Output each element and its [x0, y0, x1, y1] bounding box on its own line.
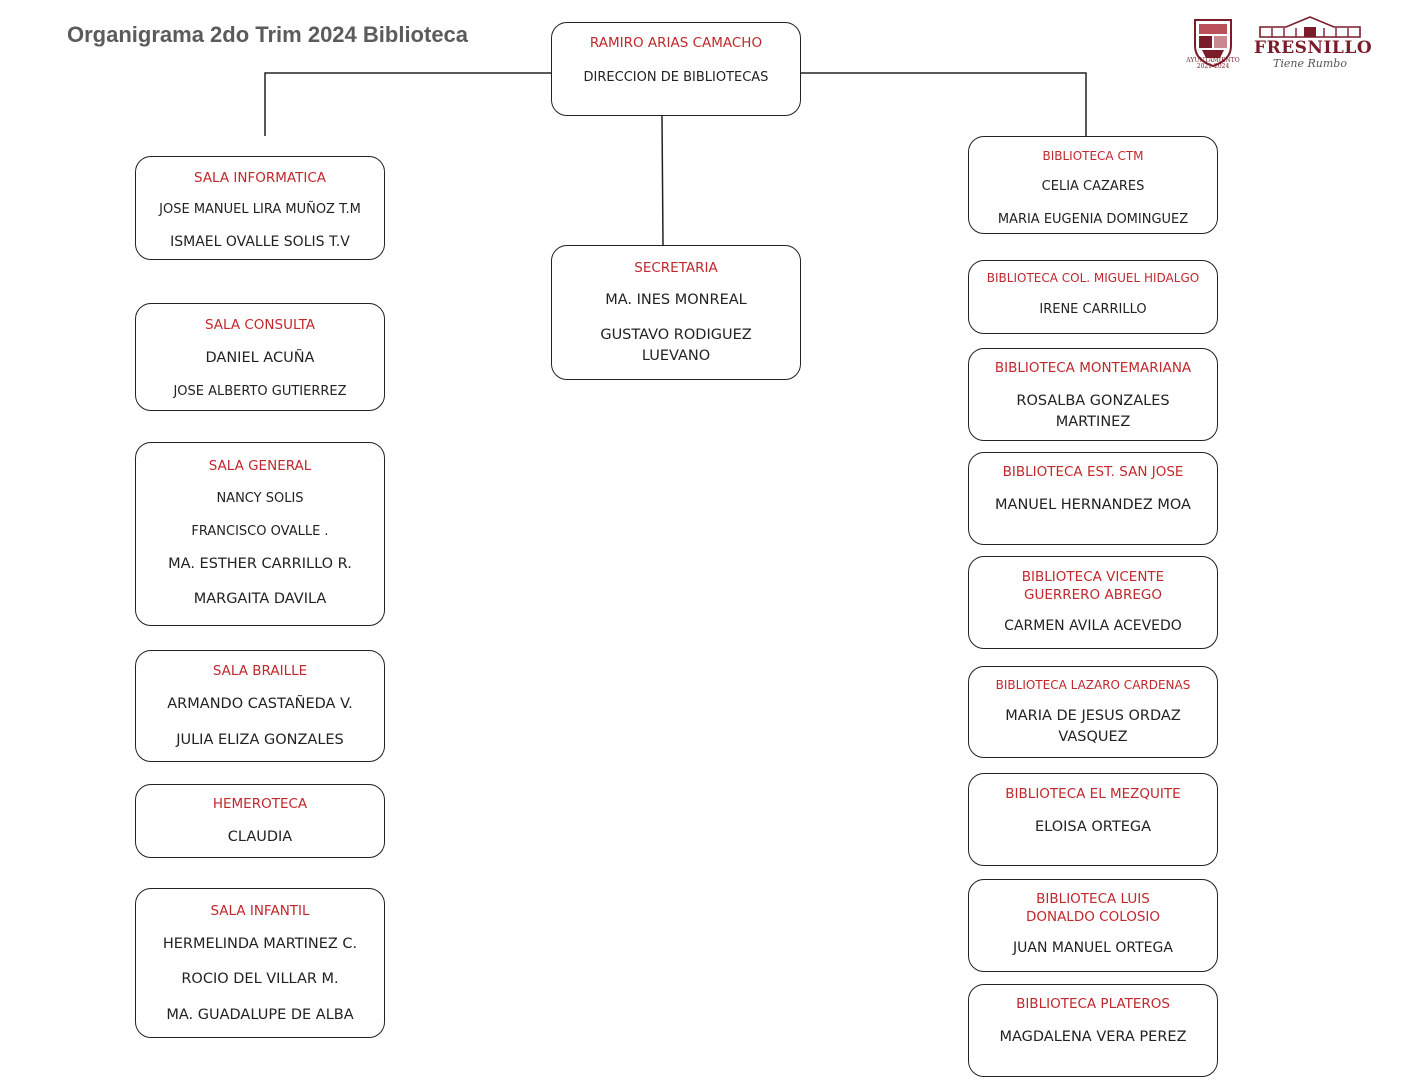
building-icon	[1259, 16, 1361, 38]
node-head: SALA GENERAL	[208, 458, 312, 474]
node-biblioteca-miguel-hidalgo: BIBLIOTECA COL. MIGUEL HIDALGO IRENE CAR…	[968, 260, 1218, 334]
connector-center	[661, 115, 664, 246]
node-secretaria: SECRETARIA MA. INES MONREAL GUSTAVO RODI…	[551, 245, 801, 380]
node-head: BIBLIOTECA VICENTE GUERRERO ABREGO	[1021, 569, 1165, 603]
node-person: GUSTAVO RODIGUEZ LUEVANO	[600, 327, 752, 364]
node-person: DANIEL ACUÑA	[205, 350, 315, 366]
node-head: BIBLIOTECA LAZARO CARDENAS	[995, 678, 1191, 692]
node-person: MARIA EUGENIA DOMINGUEZ	[997, 212, 1189, 227]
node-head: SALA INFANTIL	[210, 903, 310, 919]
logo-city: FRESNILLO	[1254, 38, 1373, 58]
node-head: SALA CONSULTA	[204, 317, 316, 333]
node-biblioteca-lazaro-cardenas: BIBLIOTECA LAZARO CARDENAS MARIA DE JESU…	[968, 666, 1218, 758]
node-person: MARIA DE JESUS ORDAZ VASQUEZ	[1005, 708, 1181, 745]
node-sala-infantil: SALA INFANTIL HERMELINDA MARTINEZ C. ROC…	[135, 888, 385, 1038]
node-person: ARMANDO CASTAÑEDA V.	[167, 696, 353, 712]
node-head: BIBLIOTECA EL MEZQUITE	[1005, 786, 1181, 802]
node-person: MARGAITA DAVILA	[193, 591, 327, 607]
node-person: MANUEL HERNANDEZ MOA	[995, 497, 1191, 513]
node-sala-braille: SALA BRAILLE ARMANDO CASTAÑEDA V. JULIA …	[135, 650, 385, 762]
node-person: JULIA ELIZA GONZALES	[176, 732, 344, 748]
node-sala-informatica: SALA INFORMATICA JOSE MANUEL LIRA MUÑOZ …	[135, 156, 385, 260]
node-person: ISMAEL OVALLE SOLIS T.V	[170, 234, 350, 250]
node-person: MA. INES MONREAL	[605, 292, 747, 308]
node-head: BIBLIOTECA MONTEMARIANA	[994, 360, 1192, 376]
page-title: Organigrama 2do Trim 2024 Biblioteca	[67, 22, 469, 47]
node-sala-general: SALA GENERAL NANCY SOLIS FRANCISCO OVALL…	[135, 442, 385, 626]
node-biblioteca-el-mezquite: BIBLIOTECA EL MEZQUITE ELOISA ORTEGA	[968, 773, 1218, 866]
node-person: CELIA CAZARES	[1041, 179, 1145, 194]
crest-icon	[1194, 19, 1232, 68]
node-head: BIBLIOTECA PLATEROS	[1016, 996, 1170, 1012]
node-person: MA. GUADALUPE DE ALBA	[166, 1007, 354, 1023]
connector-left	[264, 72, 551, 136]
node-person: ROCIO DEL VILLAR M.	[181, 971, 339, 987]
node-person: MA. ESTHER CARRILLO R.	[168, 556, 352, 572]
node-head: SECRETARIA	[634, 260, 718, 276]
node-biblioteca-luis-donaldo-colosio: BIBLIOTECA LUIS DONALDO COLOSIO JUAN MAN…	[968, 879, 1218, 972]
node-head: HEMEROTECA	[212, 796, 308, 812]
node-head: SALA INFORMATICA	[194, 170, 326, 186]
node-biblioteca-san-jose: BIBLIOTECA EST. SAN JOSE MANUEL HERNANDE…	[968, 452, 1218, 545]
node-hemeroteca: HEMEROTECA CLAUDIA	[135, 784, 385, 858]
node-head: BIBLIOTECA EST. SAN JOSE	[1002, 464, 1184, 480]
node-person: NANCY SOLIS	[216, 491, 304, 506]
node-head: BIBLIOTECA CTM	[1042, 149, 1144, 163]
fresnillo-logo: FRESNILLO Tiene Rumbo	[1254, 15, 1373, 75]
crest-caption: AYUNTAMIENTO 2021-2024	[1186, 57, 1240, 70]
node-person: HERMELINDA MARTINEZ C.	[162, 936, 358, 952]
node-person: JOSE ALBERTO GUTIERREZ	[173, 384, 347, 399]
node-person: ELOISA ORTEGA	[1034, 819, 1152, 835]
node-person: CARMEN AVILA ACEVEDO	[1004, 618, 1182, 634]
node-direccion: RAMIRO ARIAS CAMACHO DIRECCION DE BIBLIO…	[551, 22, 801, 116]
logo-slogan: Tiene Rumbo	[1273, 57, 1347, 70]
node-person: FRANCISCO OVALLE .	[191, 524, 329, 539]
node-biblioteca-ctm: BIBLIOTECA CTM CELIA CAZARES MARIA EUGEN…	[968, 136, 1218, 234]
node-person: IRENE CARRILLO	[1039, 302, 1147, 317]
node-biblioteca-plateros: BIBLIOTECA PLATEROS MAGDALENA VERA PEREZ	[968, 984, 1218, 1077]
node-biblioteca-vicente-guerrero: BIBLIOTECA VICENTE GUERRERO ABREGO CARME…	[968, 556, 1218, 649]
node-person: MAGDALENA VERA PEREZ	[999, 1029, 1187, 1045]
node-sala-consulta: SALA CONSULTA DANIEL ACUÑA JOSE ALBERTO …	[135, 303, 385, 411]
node-head: BIBLIOTECA COL. MIGUEL HIDALGO	[986, 271, 1200, 285]
node-person: CLAUDIA	[227, 829, 293, 845]
connector-right	[801, 72, 1087, 136]
node-head: SALA BRAILLE	[212, 663, 308, 679]
node-person: ROSALBA GONZALES MARTINEZ	[1016, 393, 1170, 430]
node-biblioteca-montemariana: BIBLIOTECA MONTEMARIANA ROSALBA GONZALES…	[968, 348, 1218, 441]
node-person: JUAN MANUEL ORTEGA	[1013, 940, 1173, 956]
node-person: DIRECCION DE BIBLIOTECAS	[583, 70, 769, 85]
node-head: BIBLIOTECA LUIS DONALDO COLOSIO	[1025, 891, 1161, 925]
node-person: JOSE MANUEL LIRA MUÑOZ T.M	[159, 202, 361, 217]
node-head: RAMIRO ARIAS CAMACHO	[589, 35, 763, 51]
